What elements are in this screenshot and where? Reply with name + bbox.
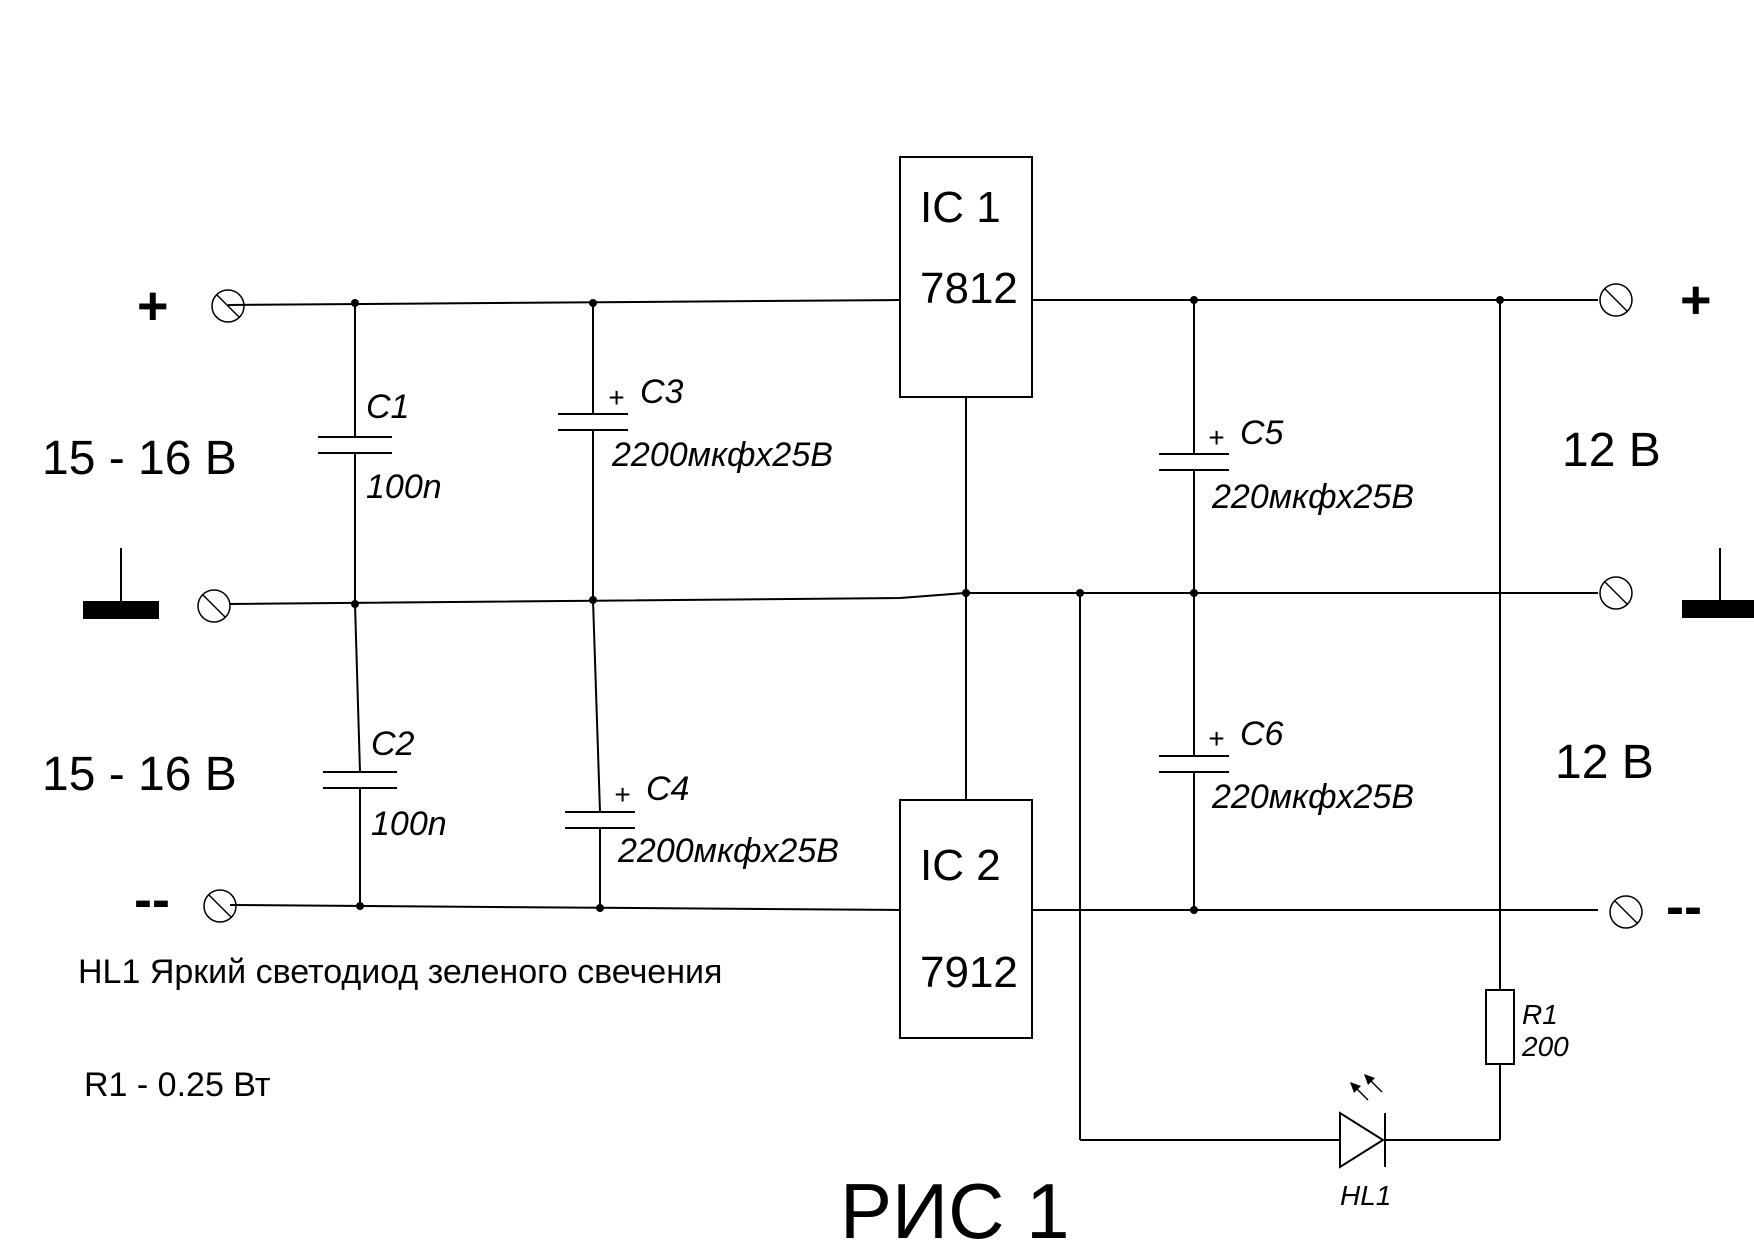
capacitor-c5: + C5 220мкфх25В: [1159, 414, 1414, 516]
junction-dot: [589, 299, 597, 307]
wire-bottom-rail-left: [229, 904, 901, 911]
ic2-part: 7912: [920, 948, 1018, 997]
terminal-input-plus: [211, 289, 245, 323]
input-voltage-upper: 15 - 16 В: [42, 432, 237, 485]
c5-ref: C5: [1240, 414, 1284, 452]
capacitor-c1: C1 100n: [318, 388, 442, 506]
input-voltage-lower: 15 - 16 В: [42, 748, 237, 801]
output-terminals: [1575, 283, 1643, 929]
junction-dot: [1190, 296, 1198, 304]
capacitor-c4: + C4 2200мкфх25В: [565, 770, 839, 870]
c2-value: 100n: [371, 805, 447, 843]
resistor-note: R1 - 0.25 Вт: [84, 1066, 270, 1104]
c4-value: 2200мкфх25В: [617, 832, 839, 870]
ic1-ref: IC 1: [920, 183, 1001, 232]
junction-dot: [1190, 589, 1198, 597]
c6-plus-mark: +: [1208, 723, 1224, 754]
junction-dot: [351, 600, 359, 608]
led-emission-arrows-icon: [1350, 1074, 1383, 1101]
terminal-input-ground: [197, 589, 231, 623]
led-triangle: [1339, 1111, 1385, 1169]
ic1-part: 7812: [920, 264, 1018, 313]
terminal-output-minus: [1575, 895, 1643, 929]
c3-ref: C3: [640, 373, 684, 411]
wires: [227, 299, 1598, 1141]
capacitor-c6: + C6 220мкфх25В: [1159, 715, 1414, 816]
led-ref: HL1: [1340, 1180, 1391, 1211]
r1-ref: R1: [1522, 999, 1558, 1030]
resistor-r1: R1 200: [1485, 989, 1569, 1065]
terminal-input-minus: [203, 889, 237, 923]
led-note: HL1 Яркий светодиод зеленого свечения: [78, 953, 722, 991]
input-minus-label: --: [134, 870, 170, 930]
junction-dot: [1076, 589, 1084, 597]
junction-dot: [1496, 296, 1504, 304]
figure-caption: РИС 1: [840, 1167, 1069, 1240]
ground-symbol-output: [1682, 548, 1754, 618]
output-minus-label: --: [1666, 877, 1702, 937]
ic1-body: [899, 156, 1033, 398]
capacitor-c2: C2 100n: [323, 725, 447, 843]
r1-value: 200: [1521, 1031, 1569, 1062]
junction-dot: [1190, 906, 1198, 914]
output-voltage-upper: 12 В: [1562, 424, 1661, 477]
junction-dot: [589, 596, 597, 604]
output-voltage-lower: 12 В: [1555, 736, 1654, 789]
junction-dot: [596, 904, 604, 912]
c3-value: 2200мкфх25В: [611, 436, 833, 474]
c2-ref: C2: [371, 725, 415, 763]
ic2-body: [899, 799, 1033, 1039]
c5-plus-mark: +: [1208, 422, 1224, 453]
c4-ref: C4: [646, 770, 689, 808]
r1-body: [1485, 989, 1515, 1065]
c5-value: 220мкфх25В: [1211, 478, 1414, 516]
junction-dot: [962, 589, 970, 597]
wire-c2-top: [354, 603, 361, 773]
c1-value: 100n: [366, 468, 442, 506]
c4-plus-mark: +: [614, 779, 630, 810]
c1-ref: C1: [366, 388, 409, 426]
c6-value: 220мкфх25В: [1211, 778, 1414, 816]
led-hl1: HL1: [1339, 1074, 1391, 1211]
capacitor-c3: + C3 2200мкфх25В: [558, 373, 833, 474]
ic2-ref: IC 2: [920, 841, 1001, 890]
regulator-ic2: IC 2 7912: [899, 799, 1033, 1039]
input-plus-label: +: [137, 276, 169, 336]
wire-ground-rail: [229, 592, 1598, 605]
wire-top-rail-left: [227, 299, 901, 306]
junctions: [351, 296, 1504, 914]
wire-c4-top: [592, 599, 601, 813]
regulator-ic1: IC 1 7812: [899, 156, 1033, 398]
c6-ref: C6: [1240, 715, 1284, 753]
ground-symbol-input: [83, 548, 159, 619]
terminal-output-ground: [1575, 576, 1633, 610]
c3-plus-mark: +: [608, 382, 624, 413]
junction-dot: [351, 299, 359, 307]
terminal-output-plus: [1575, 283, 1633, 317]
input-terminals: [197, 289, 245, 923]
junction-dot: [356, 902, 364, 910]
output-plus-label: +: [1680, 270, 1712, 330]
